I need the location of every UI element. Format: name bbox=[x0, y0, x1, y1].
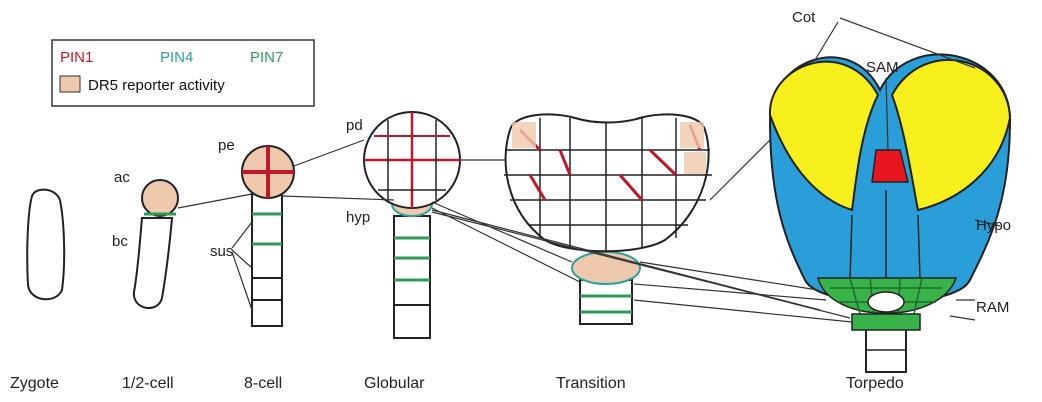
legend-dr5-swatch bbox=[60, 76, 80, 92]
legend: PIN1 PIN4 PIN7 DR5 reporter activity bbox=[52, 40, 314, 106]
label-bc: bc bbox=[112, 233, 128, 250]
label-hyp: hyp bbox=[346, 209, 370, 226]
label-sus: sus bbox=[210, 243, 233, 260]
globular-embryo bbox=[364, 112, 460, 338]
legend-pin1: PIN1 bbox=[60, 49, 93, 66]
eight-cell-embryo bbox=[242, 146, 294, 326]
label-hypo: Hypo bbox=[976, 217, 1011, 234]
label-pd: pd bbox=[346, 117, 363, 134]
stage-label-torpedo: Torpedo bbox=[846, 375, 904, 392]
stage-label-zygote: Zygote bbox=[10, 375, 59, 392]
transition-embryo bbox=[504, 114, 712, 324]
label-ram: RAM bbox=[976, 299, 1009, 316]
zygote-embryo bbox=[27, 190, 64, 300]
label-cot: Cot bbox=[792, 9, 816, 26]
stage-label-eight-cell: 8-cell bbox=[244, 375, 282, 392]
legend-pin4: PIN4 bbox=[160, 49, 193, 66]
stage-label-transition: Transition bbox=[556, 375, 626, 392]
stage-label-one-two-cell: 1/2-cell bbox=[122, 375, 174, 392]
label-sam: SAM bbox=[866, 59, 899, 76]
label-ac: ac bbox=[114, 169, 130, 186]
stage-label-globular: Globular bbox=[364, 375, 425, 392]
legend-dr5: DR5 reporter activity bbox=[88, 77, 225, 94]
legend-pin7: PIN7 bbox=[250, 49, 283, 66]
one-two-cell-embryo bbox=[134, 180, 178, 308]
label-pe: pe bbox=[218, 137, 235, 154]
torpedo-embryo bbox=[770, 54, 1010, 372]
